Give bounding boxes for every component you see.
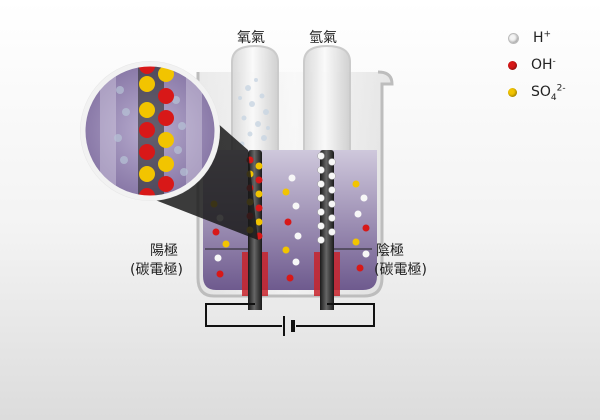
legend-base-sulfate-ion: SO <box>531 84 551 100</box>
legend-base-hydroxide-ion: OH <box>531 57 553 73</box>
oxygen-bubbles <box>238 78 270 147</box>
anode-sub-label: (碳電極) <box>130 262 183 278</box>
circuit <box>205 303 375 327</box>
sulfate-ion-dot-icon <box>508 87 517 97</box>
legend-base-hydrogen-ion: H <box>533 30 544 46</box>
cathode-ion-column <box>317 152 336 244</box>
legend-item-hydroxide-ion: OH- <box>508 57 556 73</box>
hydrogen-ion-dot-icon <box>508 32 519 44</box>
cathode-label: 陰極 <box>376 243 404 259</box>
hydrogen-gas-label: 氫氣 <box>309 30 337 46</box>
legend-text-hydroxide-ion: OH- <box>531 57 556 73</box>
magnified-view <box>80 61 258 240</box>
cathode-gas-tube <box>303 44 351 150</box>
legend-text-hydrogen-ion: H+ <box>533 30 551 46</box>
hydroxide-ion-dot-icon <box>508 60 517 70</box>
legend-sup-hydrogen-ion: + <box>543 29 552 40</box>
anode-gas-tube <box>231 44 279 150</box>
cathode-sub-label: (碳電極) <box>374 262 427 278</box>
legend-sup-sulfate-ion: 2- <box>556 83 566 94</box>
oxygen-gas-label: 氧氣 <box>237 30 265 46</box>
battery-symbol <box>283 316 295 336</box>
legend-item-sulfate-ion: SO42- <box>508 83 566 103</box>
legend-sub-sulfate-ion: 4 <box>550 92 557 103</box>
legend-item-hydrogen-ion: H+ <box>508 30 551 46</box>
legend-text-sulfate-ion: SO42- <box>531 83 566 103</box>
legend-sup-hydroxide-ion: - <box>552 56 556 67</box>
anode-label: 陽極 <box>150 243 178 259</box>
